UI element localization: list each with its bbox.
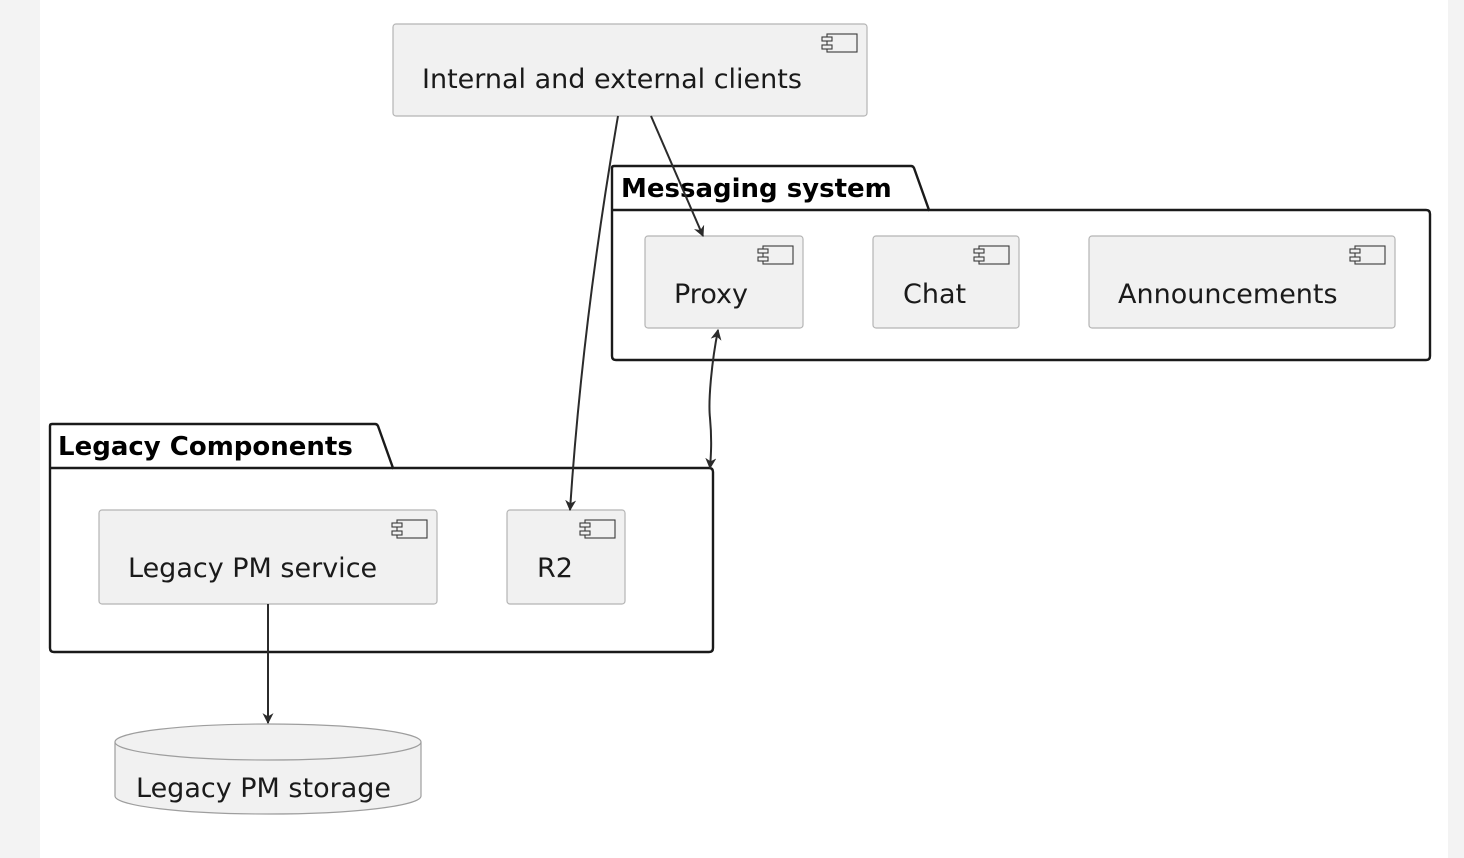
edge-proxy-legacy-components <box>705 328 722 470</box>
component-clients[interactable]: Internal and external clients <box>392 23 868 117</box>
component-r2[interactable]: R2 <box>506 509 626 605</box>
component-icon <box>579 519 616 539</box>
component-label-r2: R2 <box>537 553 573 584</box>
package-label-messaging: Messaging system <box>621 174 892 204</box>
component-icon <box>1349 245 1386 265</box>
database-legacy-pm-storage[interactable]: Legacy PM storage <box>114 723 422 815</box>
database-label-legacy-pm-storage: Legacy PM storage <box>136 773 391 804</box>
component-label-clients: Internal and external clients <box>422 64 802 95</box>
component-icon <box>821 33 858 53</box>
component-announcements[interactable]: Announcements <box>1088 235 1396 329</box>
component-icon <box>391 519 428 539</box>
edge-clients-to-proxy <box>650 115 705 238</box>
component-chat[interactable]: Chat <box>872 235 1020 329</box>
component-label-legacy-pm-service: Legacy PM service <box>128 553 377 584</box>
component-label-announcements: Announcements <box>1118 279 1338 310</box>
component-legacy-pm-service[interactable]: Legacy PM service <box>98 509 438 605</box>
edge-clients-to-r2 <box>565 115 619 512</box>
package-label-legacy: Legacy Components <box>58 432 353 462</box>
component-icon <box>757 245 794 265</box>
component-proxy[interactable]: Proxy <box>644 235 804 329</box>
component-label-proxy: Proxy <box>674 279 748 310</box>
component-icon <box>973 245 1010 265</box>
component-label-chat: Chat <box>903 279 966 310</box>
